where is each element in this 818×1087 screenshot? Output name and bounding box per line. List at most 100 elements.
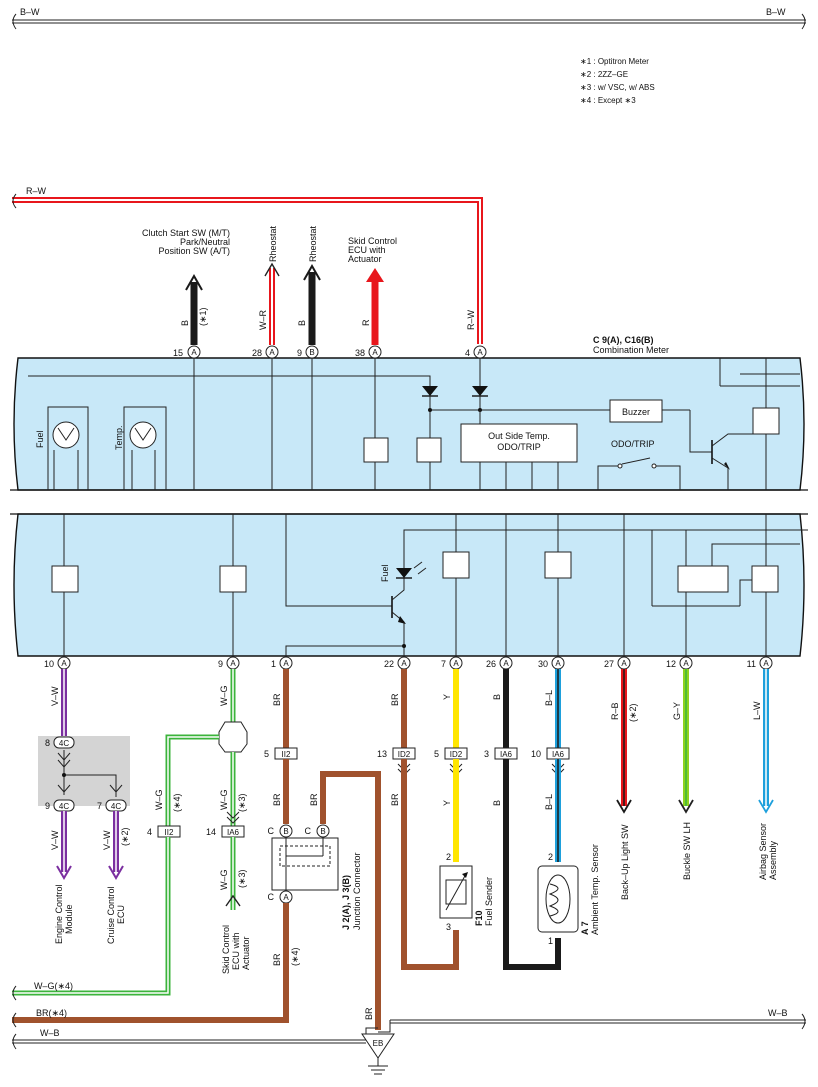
notes: ∗1 : Optitron Meter ∗2 : 2ZZ–GE ∗3 : w/ … bbox=[580, 57, 655, 105]
pin-15a bbox=[187, 345, 201, 359]
wire-br-jc-a-note: (∗4) bbox=[290, 947, 300, 966]
pin-9a-con: A bbox=[230, 659, 236, 668]
wire-wg-ia6: W–G bbox=[219, 789, 229, 810]
wire-br-jc: BR bbox=[309, 793, 319, 806]
ground-label: EB bbox=[373, 1039, 384, 1048]
ii2-5-num: 5 bbox=[264, 749, 269, 759]
wire-wg-9: W–G bbox=[219, 685, 229, 706]
f10-ref: F10 bbox=[474, 910, 484, 926]
wire-br-22b: BR bbox=[390, 793, 400, 806]
jc-pin-a: A bbox=[283, 893, 289, 902]
bottom-wires: 4C 8 4C 9 4C 7 V–W V–W V–W (∗2) II2 4 IA… bbox=[12, 669, 778, 1030]
meter-name: Combination Meter bbox=[593, 345, 669, 355]
wire-vw-ecm: V–W bbox=[50, 830, 60, 850]
ia6-10-label: IA6 bbox=[552, 750, 565, 759]
c4c-7-label: 4C bbox=[111, 802, 121, 811]
wire-label-9b: B bbox=[297, 320, 307, 326]
bus-br4: BR(∗4) bbox=[36, 1008, 67, 1018]
wire-br-jc-a: BR bbox=[272, 953, 282, 966]
dest-rheostat-2: Rheostat bbox=[308, 225, 318, 262]
dest-skid-b2: ECU with bbox=[231, 932, 241, 970]
note-2: ∗2 : 2ZZ–GE bbox=[580, 70, 628, 79]
top-wires bbox=[185, 262, 384, 345]
dest-clutch-3: Position SW (A/T) bbox=[158, 246, 230, 256]
bus-wb-right: W–B bbox=[768, 1008, 788, 1018]
ground-eb bbox=[361, 1033, 395, 1059]
ia6-3-label: IA6 bbox=[500, 750, 513, 759]
lower-circuits: Fuel bbox=[51, 514, 808, 656]
c4c-pin9: 9 bbox=[45, 801, 50, 811]
pin-12a-num: 12 bbox=[666, 659, 676, 669]
bus-wg4: W–G(∗4) bbox=[34, 981, 73, 991]
ia6-10-num: 10 bbox=[531, 749, 541, 759]
dest-clutch-2: Park/Neutral bbox=[180, 237, 230, 247]
ii2-5-label: II2 bbox=[282, 750, 291, 759]
pin-4a-con: A bbox=[477, 348, 483, 357]
pin-26a-con: A bbox=[503, 659, 509, 668]
wire-wg-skid-note: (∗3) bbox=[237, 869, 247, 888]
pin-38a-con: A bbox=[372, 348, 378, 357]
wire-bl-30b: B–L bbox=[544, 794, 554, 810]
wire-b-26: B bbox=[492, 694, 502, 700]
outside-temp-label-1: Out Side Temp. bbox=[488, 431, 550, 441]
outside-temp-label-2: ODO/TRIP bbox=[497, 442, 541, 452]
id2-13-num: 13 bbox=[377, 749, 387, 759]
wire-vw-cruise-note: (∗2) bbox=[120, 827, 130, 846]
dest-airbag-2: Assembly bbox=[768, 840, 778, 880]
dest-buckle: Buckle SW LH bbox=[682, 822, 692, 880]
top-bus-left-label: B–W bbox=[20, 7, 40, 17]
wire-b-26b: B bbox=[492, 800, 502, 806]
fuel-gauge-label: Fuel bbox=[35, 430, 45, 448]
ia6-3-num: 3 bbox=[484, 749, 489, 759]
upper-circuits: Buzzer Out Side Temp. ODO/TRIP ODO/TRIP … bbox=[28, 358, 800, 490]
splice-point bbox=[218, 721, 248, 753]
meter-ref: C 9(A), C16(B) bbox=[593, 335, 654, 345]
pin-28a-con: A bbox=[269, 348, 275, 357]
wb-bus: W–B W–B EB bbox=[12, 1008, 806, 1075]
pin-11a-num: 11 bbox=[747, 659, 756, 669]
a7-pin2: 2 bbox=[548, 852, 553, 862]
wire-wg-ia6-note: (∗3) bbox=[237, 793, 247, 812]
wire-label-15: B bbox=[180, 320, 190, 326]
pin-15a-num: 15 bbox=[173, 348, 183, 358]
fuel-led-label: Fuel bbox=[380, 564, 390, 582]
dest-backup: Back–Up Light SW bbox=[620, 824, 630, 900]
wire-wg-skid: W–G bbox=[219, 869, 229, 890]
dest-ecm-1: Engine Control bbox=[54, 884, 64, 944]
top-pins: A 15 A 28 B 9 A 38 A 4 bbox=[173, 345, 487, 359]
pin-1a-con: A bbox=[283, 659, 289, 668]
wire-label-4: R–W bbox=[466, 309, 476, 330]
top-destinations: Clutch Start SW (M/T) Park/Neutral Posit… bbox=[142, 225, 397, 264]
note-3: ∗3 : w/ VSC, w/ ABS bbox=[580, 83, 655, 92]
pin-7a-num: 7 bbox=[441, 659, 446, 669]
dest-cruise-2: ECU bbox=[116, 905, 126, 924]
c4c-pin7: 7 bbox=[97, 801, 102, 811]
wire-rb-27-note: (∗2) bbox=[628, 703, 638, 722]
id2-13-label: ID2 bbox=[398, 750, 411, 759]
pin-38a-num: 38 bbox=[355, 348, 365, 358]
pin-27a-num: 27 bbox=[604, 659, 614, 669]
dest-skid-2: ECU with bbox=[348, 245, 386, 255]
wire-label-28: W–R bbox=[258, 310, 268, 331]
f10-pin3: 3 bbox=[446, 922, 451, 932]
f10-pin2: 2 bbox=[446, 852, 451, 862]
pin-4a bbox=[473, 345, 487, 359]
wire-rb-27: R–B bbox=[610, 702, 620, 720]
dest-skid-b3: Actuator bbox=[241, 936, 251, 970]
top-bus-right-label: B–W bbox=[766, 7, 786, 17]
wire-wg-ii2: W–G bbox=[154, 789, 164, 810]
a7-name: Ambient Temp. Sensor bbox=[590, 844, 600, 935]
junction-connector bbox=[271, 837, 339, 891]
wire-gy-12: G–Y bbox=[672, 702, 682, 720]
pin-11a-con: A bbox=[763, 659, 769, 668]
ii2-4-label: II2 bbox=[165, 828, 174, 837]
pin-28a bbox=[265, 345, 279, 359]
wire-label-38: R bbox=[361, 319, 371, 326]
wire-wg-ii2-note: (∗4) bbox=[172, 793, 182, 812]
pin-9b bbox=[305, 345, 319, 359]
c4c-9-label: 4C bbox=[59, 802, 69, 811]
note-4: ∗4 : Except ∗3 bbox=[580, 96, 636, 105]
wire-vw-10: V–W bbox=[50, 686, 60, 706]
jc-name: Junction Connector bbox=[352, 852, 362, 930]
a7-pin1: 1 bbox=[548, 936, 553, 946]
